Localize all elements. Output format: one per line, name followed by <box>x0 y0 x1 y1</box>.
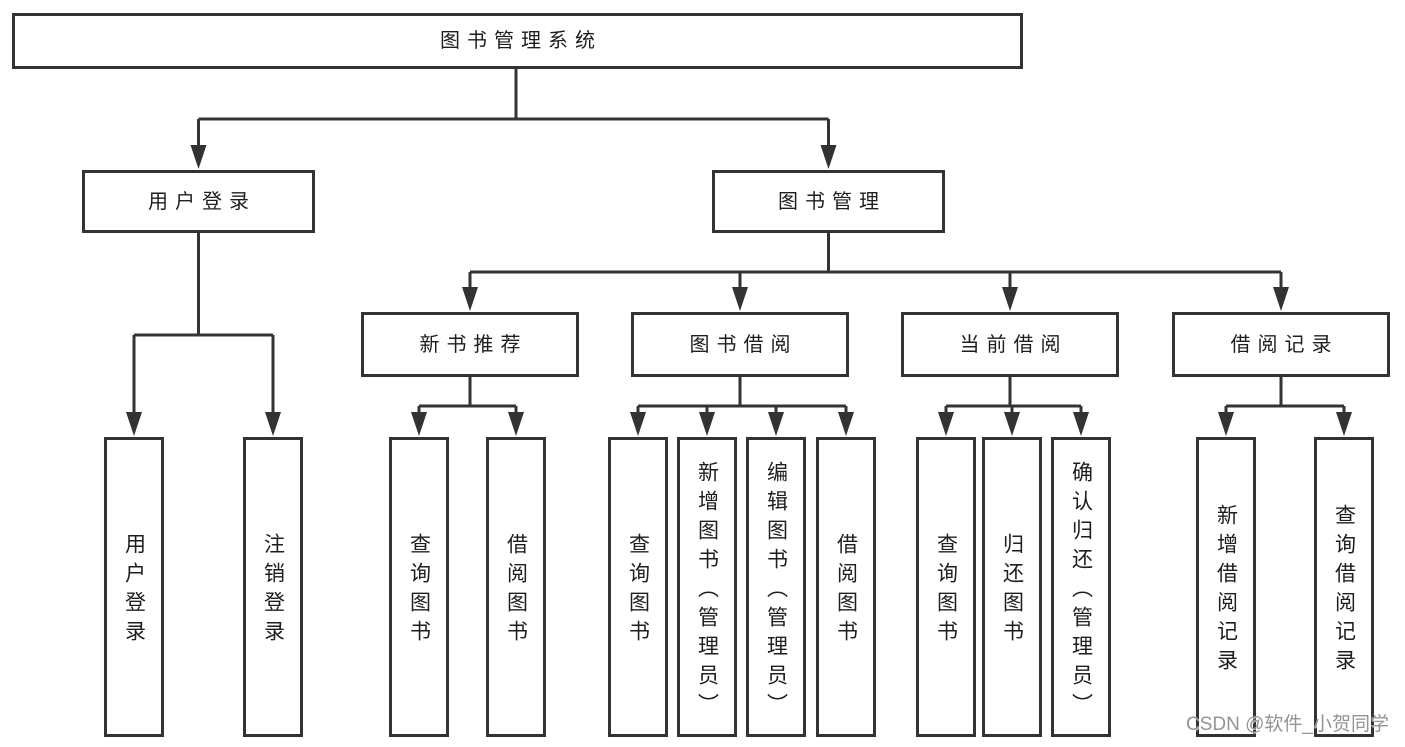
leaf-logout-label: 注销登录 <box>261 533 285 649</box>
node-book-borrowing: 图书借阅 <box>631 312 849 377</box>
node-user-login-label: 用户登录 <box>148 190 256 213</box>
node-library-system-label: 图书管理系统 <box>440 30 602 52</box>
node-user-login: 用户登录 <box>82 170 315 233</box>
leaf-confirm-return-admin: 确认归还（管理员） <box>1051 437 1111 737</box>
leaf-edit-book-admin: 编辑图书（管理员） <box>746 437 806 737</box>
leaf-logout: 注销登录 <box>243 437 303 737</box>
leaf-query-borrow-record: 查询借阅记录 <box>1314 437 1374 737</box>
leaf-query-books-recommend-label: 查询图书 <box>407 533 431 649</box>
leaf-query-books-current: 查询图书 <box>916 437 976 737</box>
leaf-add-book-admin: 新增图书（管理员） <box>677 437 737 737</box>
leaf-borrow-books-borrow: 借阅图书 <box>816 437 876 737</box>
node-borrow-records: 借阅记录 <box>1172 312 1390 377</box>
node-book-management-label: 图书管理 <box>778 190 886 213</box>
leaf-add-borrow-record-label: 新增借阅记录 <box>1214 504 1238 678</box>
node-book-management: 图书管理 <box>712 170 945 233</box>
leaf-query-borrow-record-label: 查询借阅记录 <box>1332 504 1356 678</box>
node-new-book-recommend: 新书推荐 <box>361 312 579 377</box>
leaf-query-books-current-label: 查询图书 <box>934 533 958 649</box>
leaf-return-book: 归还图书 <box>982 437 1042 737</box>
leaf-query-books-borrow-label: 查询图书 <box>626 533 650 649</box>
leaf-return-book-label: 归还图书 <box>1000 533 1024 649</box>
leaf-borrow-books-recommend: 借阅图书 <box>486 437 546 737</box>
leaf-query-books-borrow: 查询图书 <box>608 437 668 737</box>
csdn-watermark: CSDN @软件_小贺同学 <box>1186 714 1389 735</box>
leaf-add-book-admin-label: 新增图书（管理员） <box>695 460 719 722</box>
leaf-borrow-books-recommend-label: 借阅图书 <box>504 533 528 649</box>
leaf-add-borrow-record: 新增借阅记录 <box>1196 437 1256 737</box>
leaf-query-books-recommend: 查询图书 <box>389 437 449 737</box>
node-current-borrowing: 当前借阅 <box>901 312 1119 377</box>
node-current-borrowing-label: 当前借阅 <box>959 333 1068 356</box>
leaf-user-login: 用户登录 <box>104 437 164 737</box>
leaf-confirm-return-admin-label: 确认归还（管理员） <box>1069 460 1093 722</box>
node-borrow-records-label: 借阅记录 <box>1230 333 1339 356</box>
node-new-book-recommend-label: 新书推荐 <box>419 333 528 356</box>
leaf-borrow-books-borrow-label: 借阅图书 <box>834 533 858 649</box>
leaf-edit-book-admin-label: 编辑图书（管理员） <box>764 460 788 722</box>
node-library-system: 图书管理系统 <box>12 13 1023 69</box>
leaf-user-login-label: 用户登录 <box>122 533 146 649</box>
node-book-borrowing-label: 图书借阅 <box>689 333 798 356</box>
